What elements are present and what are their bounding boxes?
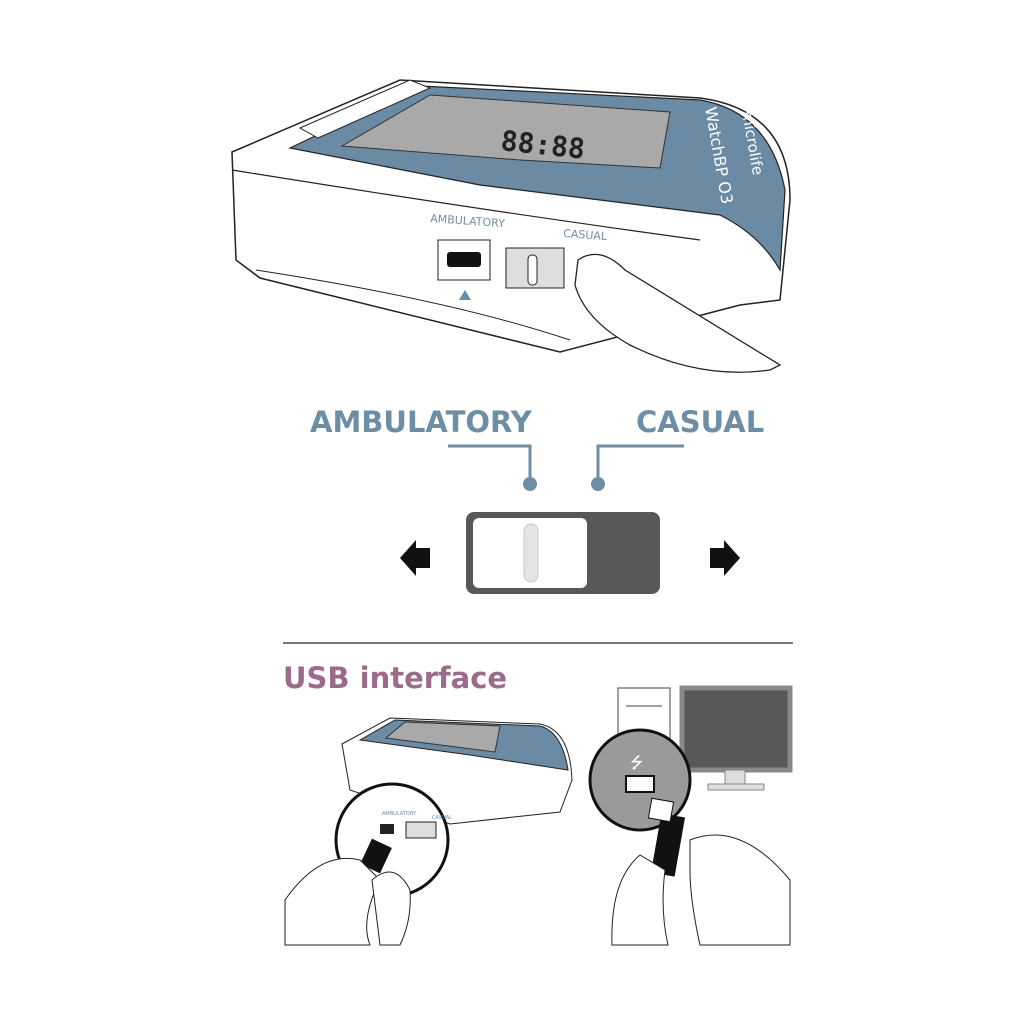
usb-heading: USB interface bbox=[283, 661, 507, 695]
label-casual: CASUAL bbox=[636, 405, 764, 439]
device-illustration: 88:88 WatchBP O3 microlife AMBULATORY CA… bbox=[231, 79, 791, 373]
casual-pointer-dot bbox=[591, 477, 605, 491]
switch-diagram: AMBULATORY CASUAL bbox=[310, 405, 764, 594]
hand-right-icon bbox=[611, 854, 669, 946]
monitor bbox=[679, 685, 793, 773]
computer-illustration: ⭍ bbox=[588, 685, 793, 946]
device-label-ambulatory: AMBULATORY bbox=[430, 212, 506, 230]
usb-icon: ⭍ bbox=[630, 753, 643, 772]
arrow-right-icon bbox=[710, 540, 740, 576]
usb-device-illustration: AMBULATORY CASUAL bbox=[284, 717, 573, 946]
finger-icon bbox=[574, 253, 782, 373]
small-label-ambulatory: AMBULATORY bbox=[382, 811, 417, 817]
usb-cable-plug bbox=[650, 813, 686, 877]
small-label-casual: CASUAL bbox=[432, 815, 452, 821]
usb-plug bbox=[360, 838, 392, 874]
label-ambulatory: AMBULATORY bbox=[310, 405, 533, 439]
usb-socket bbox=[625, 775, 655, 793]
arrow-left-icon bbox=[400, 540, 430, 576]
ambulatory-pointer-dot bbox=[523, 477, 537, 491]
triangle-marker-icon bbox=[459, 290, 471, 300]
device-label-casual: CASUAL bbox=[563, 227, 609, 243]
hand-icon bbox=[284, 857, 381, 946]
